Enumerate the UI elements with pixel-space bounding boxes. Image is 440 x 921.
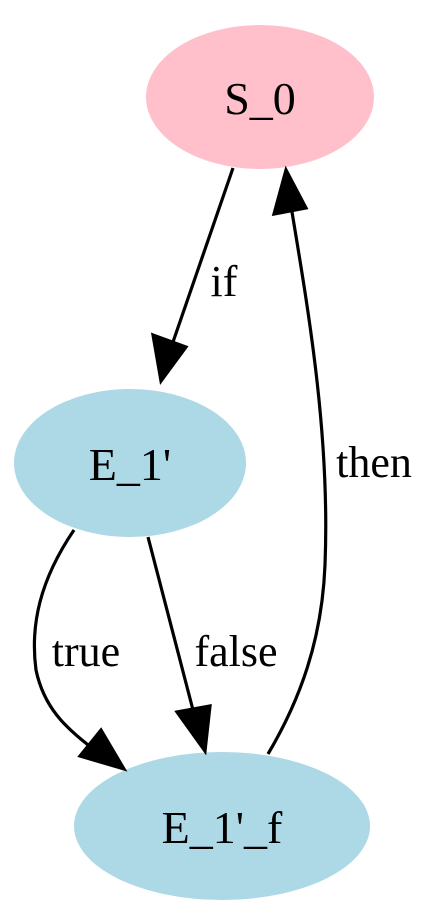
edge-false-arrowhead xyxy=(174,704,212,756)
edge-if-arrowhead xyxy=(150,332,189,385)
edge-false-line xyxy=(146,536,195,711)
node-e1f[interactable]: E_1'_f xyxy=(74,752,370,900)
node-e1[interactable]: E_1' xyxy=(14,389,246,537)
edge-then-label: then xyxy=(336,438,412,487)
node-e1-shape xyxy=(14,389,246,537)
edge-true-arrowhead xyxy=(77,727,128,772)
edge-if[interactable]: if xyxy=(150,167,238,385)
edge-if-label: if xyxy=(211,257,238,306)
edge-then-arrowhead xyxy=(271,165,309,217)
edge-true[interactable]: true xyxy=(32,529,128,772)
node-e1f-label: E_1'_f xyxy=(162,802,283,853)
edge-then[interactable]: then xyxy=(266,165,412,755)
edge-false[interactable]: false xyxy=(146,536,278,756)
edge-true-label: true xyxy=(52,627,120,676)
edge-then-line xyxy=(266,211,328,755)
node-s0-label: S_0 xyxy=(224,73,296,124)
edge-if-line xyxy=(171,167,235,343)
edge-true-line xyxy=(32,529,93,750)
node-e1-label: E_1' xyxy=(89,439,171,490)
node-s0-shape xyxy=(146,25,374,169)
node-s0[interactable]: S_0 xyxy=(146,25,374,169)
edge-false-label: false xyxy=(194,627,277,676)
node-e1f-shape xyxy=(74,752,370,900)
